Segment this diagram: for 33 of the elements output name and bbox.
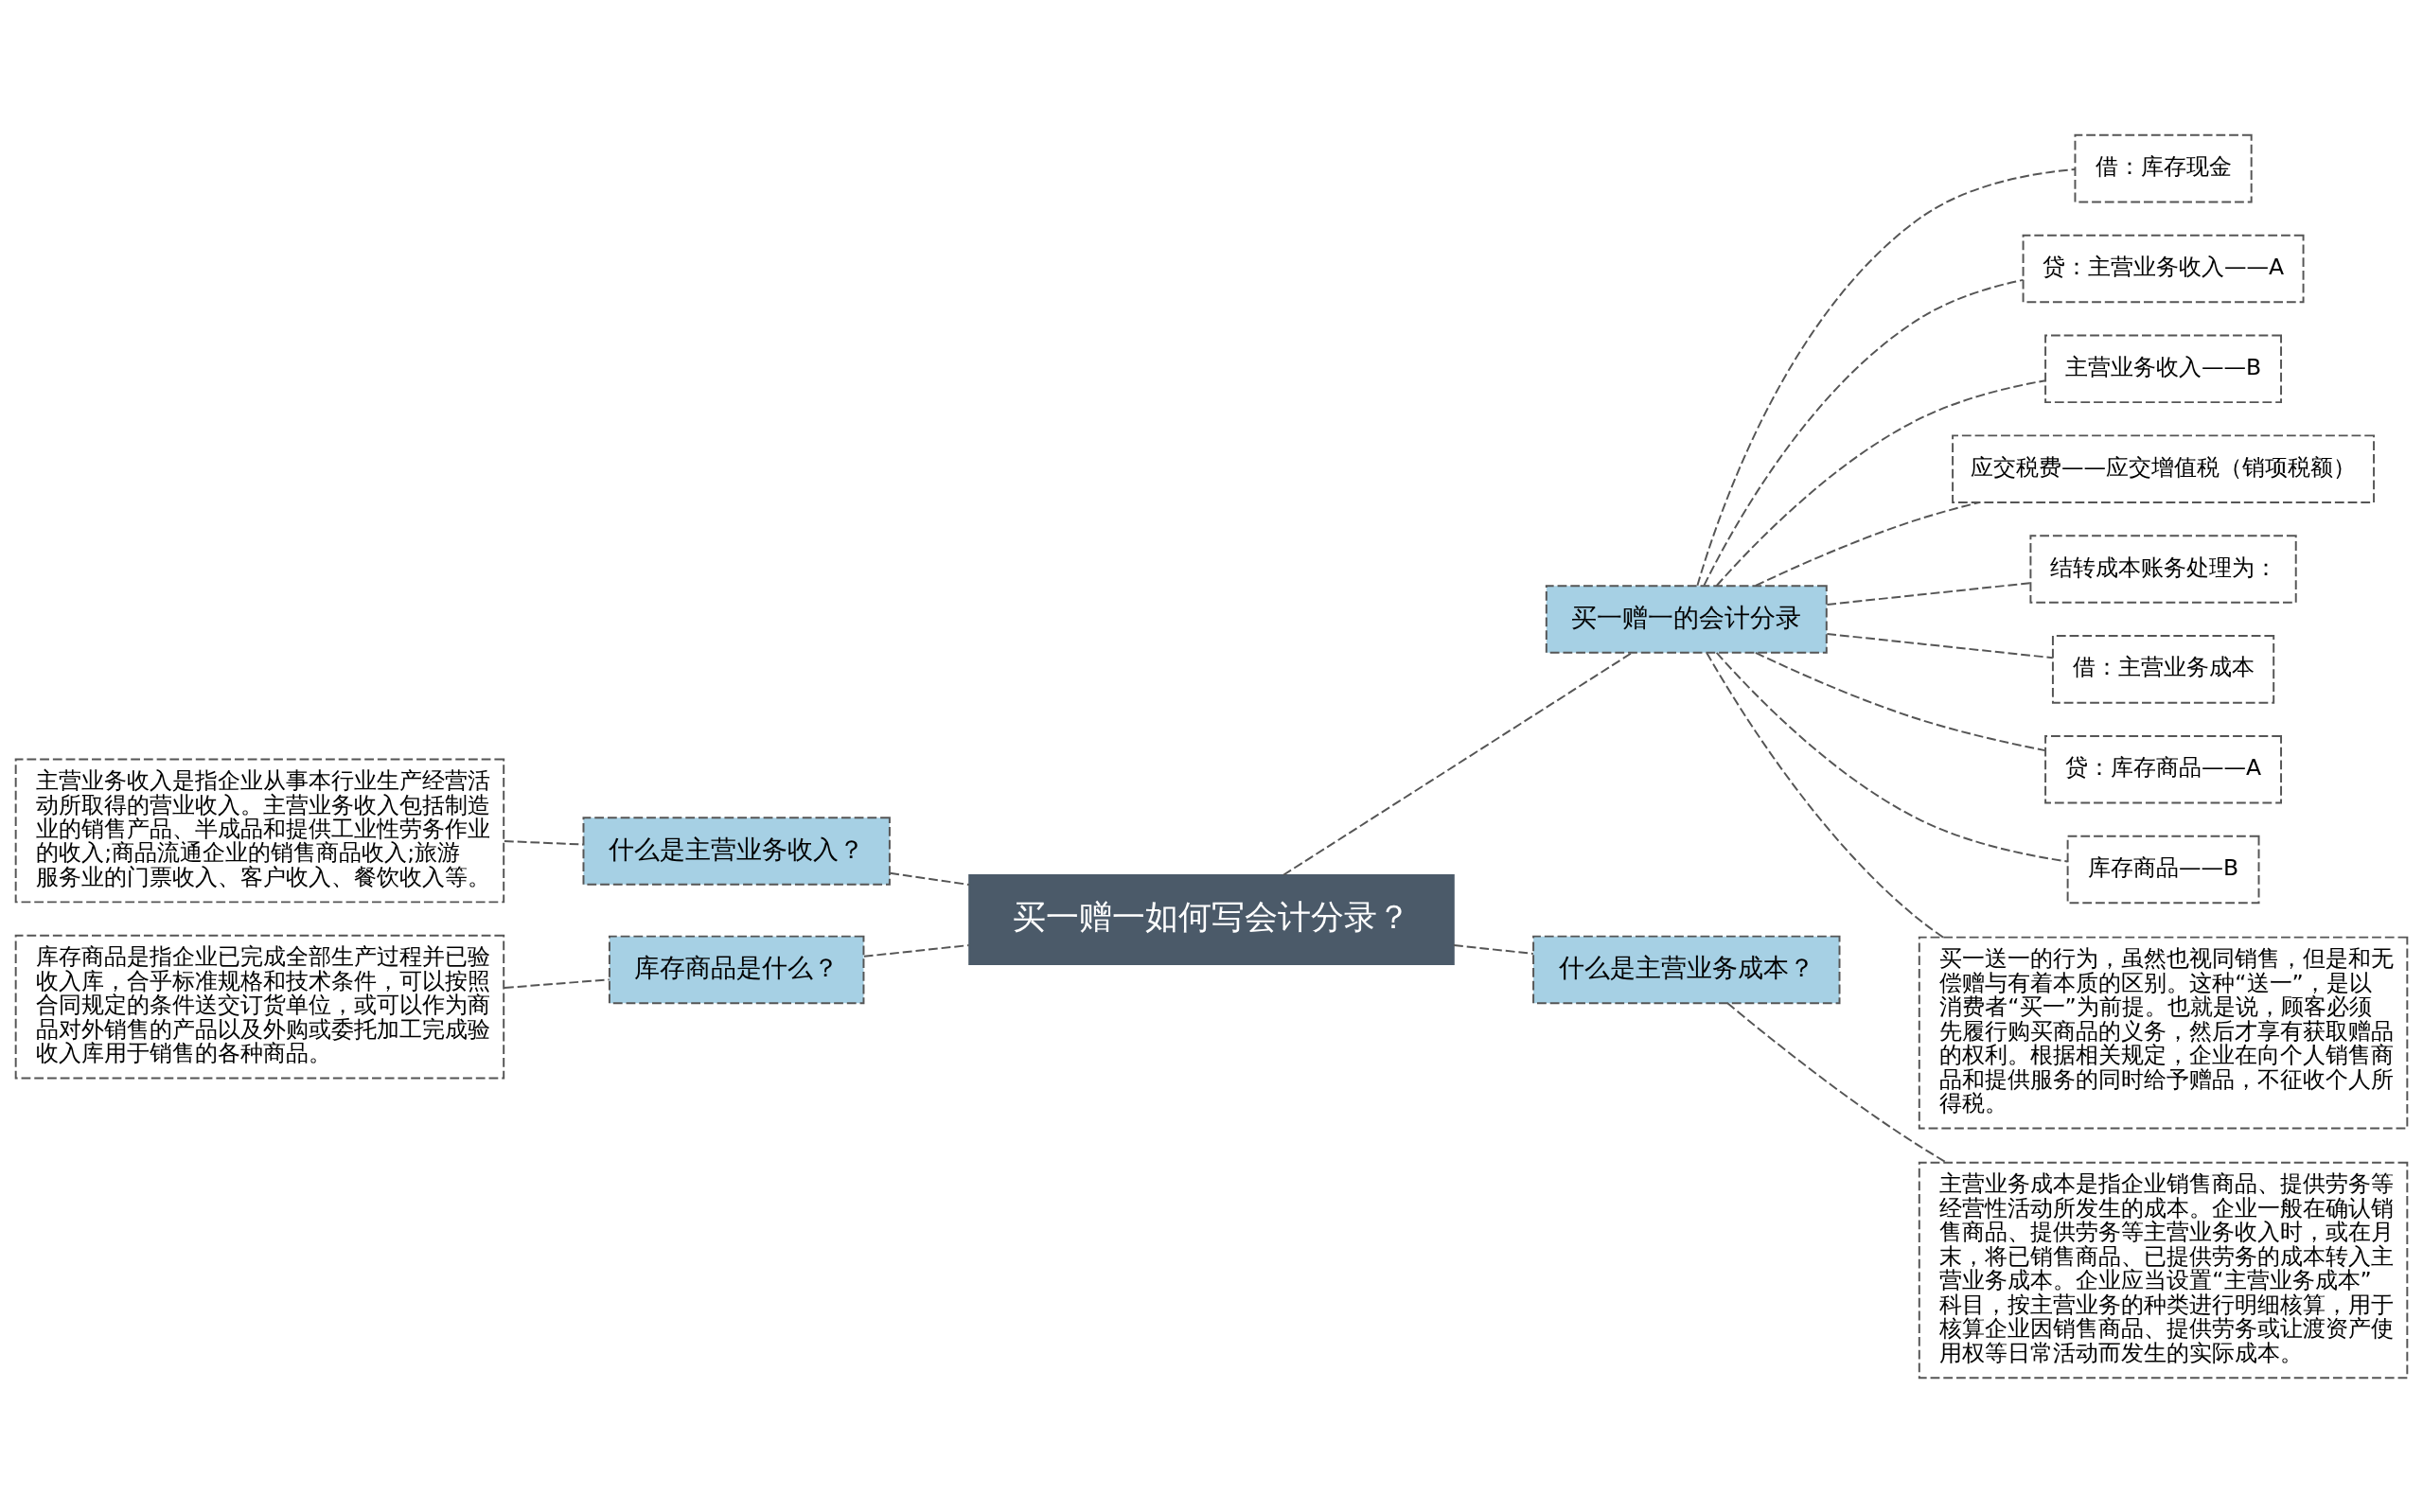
connector <box>1696 167 2077 587</box>
connector <box>1754 651 2046 751</box>
connector <box>1453 943 1534 955</box>
node-box: 贷：库存商品——A <box>2044 734 2282 803</box>
connector <box>1282 651 1633 876</box>
connector <box>1715 378 2046 587</box>
node-box: 买一赠一的会计分录 <box>1545 584 1828 654</box>
node-box: 主营业务收入——B <box>2044 334 2282 403</box>
node-box: 主营业务收入是指企业从事本行业生产经营活动所取得的营业收入。主营业务收入包括制造业的销售产品、半成品和提供工业性劳务作业的收入;商品流通企业的销售商品收入;旅游服务业的门票收入、客户收入、餐饮收入等。 <box>14 757 505 903</box>
connector <box>503 839 584 846</box>
node-box: 借：库存现金 <box>2074 133 2253 202</box>
node-box: 什么是主营业务收入？ <box>582 816 891 886</box>
node-box: 买一赠一如何写会计分录？ <box>968 873 1455 965</box>
node-box: 库存商品——B <box>2066 835 2260 904</box>
connector <box>1726 1001 1948 1164</box>
connector <box>1826 632 2054 659</box>
connector <box>1706 651 1944 939</box>
node-box: 主营业务成本是指企业销售商品、提供劳务等经营性活动所发生的成本。企业一般在确认销售商品、提供劳务等主营业务收入时，或在月末，将已销售商品、已提供劳务的成本转入主营业务成本。企业应当设置“主营业务成本”科目，按主营业务的种类进行明细核算，用于核算企业因销售商品、提供劳务或让渡资产使用权等日常活动而发生的实际成本。 <box>1918 1161 2409 1379</box>
connector <box>1715 651 2069 862</box>
connector <box>503 977 610 989</box>
node-box: 结转成本账务处理为： <box>2029 534 2297 604</box>
connector <box>1754 501 1981 587</box>
node-box: 库存商品是什么？ <box>608 935 865 1004</box>
node-box: 借：主营业务成本 <box>2051 634 2275 704</box>
node-box: 贷：主营业务收入——A <box>2022 234 2305 303</box>
node-box: 库存商品是指企业已完成全部生产过程并已验收入库，合乎标准规格和技术条件，可以按照合同规定的条件送交订货单位，或可以作为商品对外销售的产品以及外购或委托加工完成验收入库用于销售的各种商品。 <box>14 934 505 1080</box>
node-box: 什么是主营业务成本？ <box>1532 935 1841 1004</box>
node-box: 买一送一的行为，虽然也视同销售，但是和无偿赠与有着本质的区别。这种“送一”，是以消费者“买一”为前提。也就是说，顾客必须先履行购买商品的义务，然后才享有获取赠品的权利。根据相关规定，企业在向个人销售商品和提供服务的同时给予赠品，不征收个人所得税。 <box>1918 936 2409 1129</box>
node-box: 应交税费——应交增值税（销项税额） <box>1952 433 2376 503</box>
connector <box>862 943 970 958</box>
connector <box>1826 581 2031 606</box>
connector <box>1703 278 2025 587</box>
connector <box>889 871 970 886</box>
